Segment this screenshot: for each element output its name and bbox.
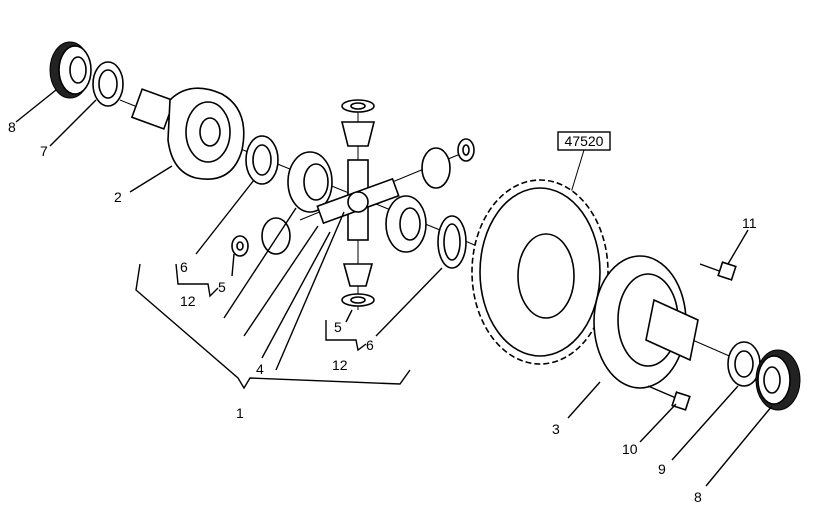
callout-5-right: 5 [334, 319, 342, 335]
race-ring-left [92, 61, 124, 107]
callout-1: 1 [236, 405, 244, 421]
case-half [593, 255, 699, 389]
reference-code-box: 47520 [557, 131, 611, 197]
callout-6-left: 6 [180, 259, 188, 275]
pinion-left [231, 217, 291, 257]
callout-5-left: 5 [218, 279, 226, 295]
race-ring-right [727, 341, 761, 387]
callout-9: 9 [658, 461, 666, 477]
callout-7: 7 [40, 143, 48, 159]
bracket-12-right [325, 320, 367, 352]
callout-12-left: 12 [180, 293, 196, 309]
pinion-bottom [341, 263, 375, 307]
bracket-1 [135, 263, 411, 390]
housing-half [130, 87, 245, 180]
bearing-right [755, 349, 801, 411]
callout-10: 10 [622, 441, 638, 457]
bolt-upper [699, 261, 737, 281]
side-gear-right [385, 195, 427, 253]
pinion-right [421, 138, 475, 189]
callout-6-right: 6 [366, 337, 374, 353]
thrust-washer-left [245, 135, 279, 185]
bracket-12-left [175, 263, 219, 298]
cross-shaft [316, 159, 400, 241]
reference-code: 47520 [565, 133, 604, 149]
callout-3: 3 [552, 421, 560, 437]
callout-11: 11 [742, 215, 757, 231]
callout-12-right: 12 [332, 357, 348, 373]
side-gear-left [287, 151, 333, 213]
thrust-washer-right [437, 215, 467, 269]
bearing-left [49, 41, 92, 99]
callout-8-left: 8 [8, 119, 16, 135]
bolt-lower [647, 385, 691, 411]
callout-8-right: 8 [694, 489, 702, 505]
callout-4: 4 [256, 361, 264, 377]
pinion-top [340, 99, 376, 147]
ring-gear [471, 179, 609, 365]
callout-2: 2 [114, 189, 122, 205]
